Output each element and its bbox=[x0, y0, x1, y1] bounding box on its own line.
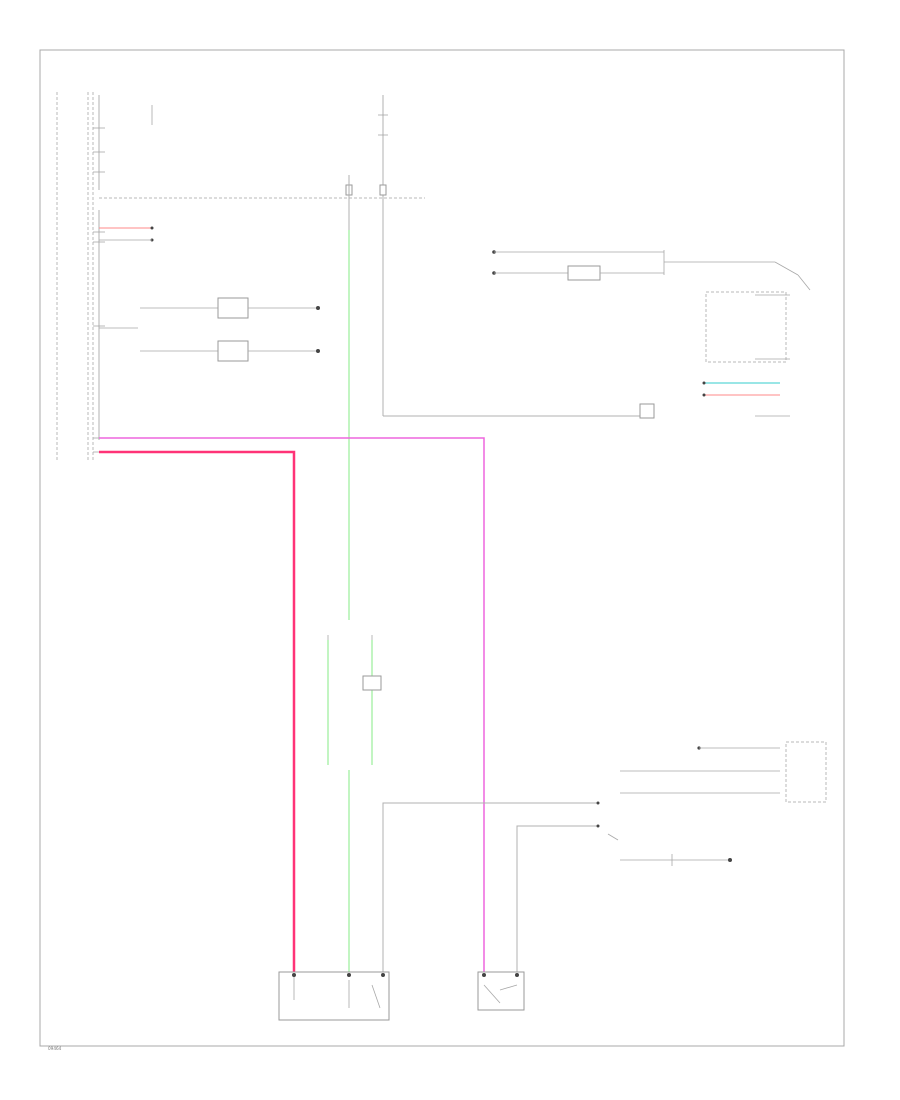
fuse-block-center-top bbox=[345, 95, 388, 230]
wire-gray-lower-mid bbox=[382, 802, 598, 975]
wire-pink bbox=[99, 437, 485, 975]
wire-red bbox=[99, 450, 296, 975]
relay-box-lower bbox=[140, 340, 320, 362]
bottom-right-component-box bbox=[477, 971, 525, 1011]
instrument-panel-junction-block bbox=[56, 92, 105, 460]
diagram-id: 09464 bbox=[48, 1046, 62, 1051]
right-lower-connector-cluster bbox=[620, 741, 827, 866]
wire-gray-lower-right bbox=[516, 825, 598, 975]
diagram-frame bbox=[39, 49, 845, 1047]
bottom-left-component-box bbox=[278, 971, 390, 1021]
right-upper-switch-cluster bbox=[492, 250, 811, 363]
relay-box-upper bbox=[140, 297, 320, 319]
